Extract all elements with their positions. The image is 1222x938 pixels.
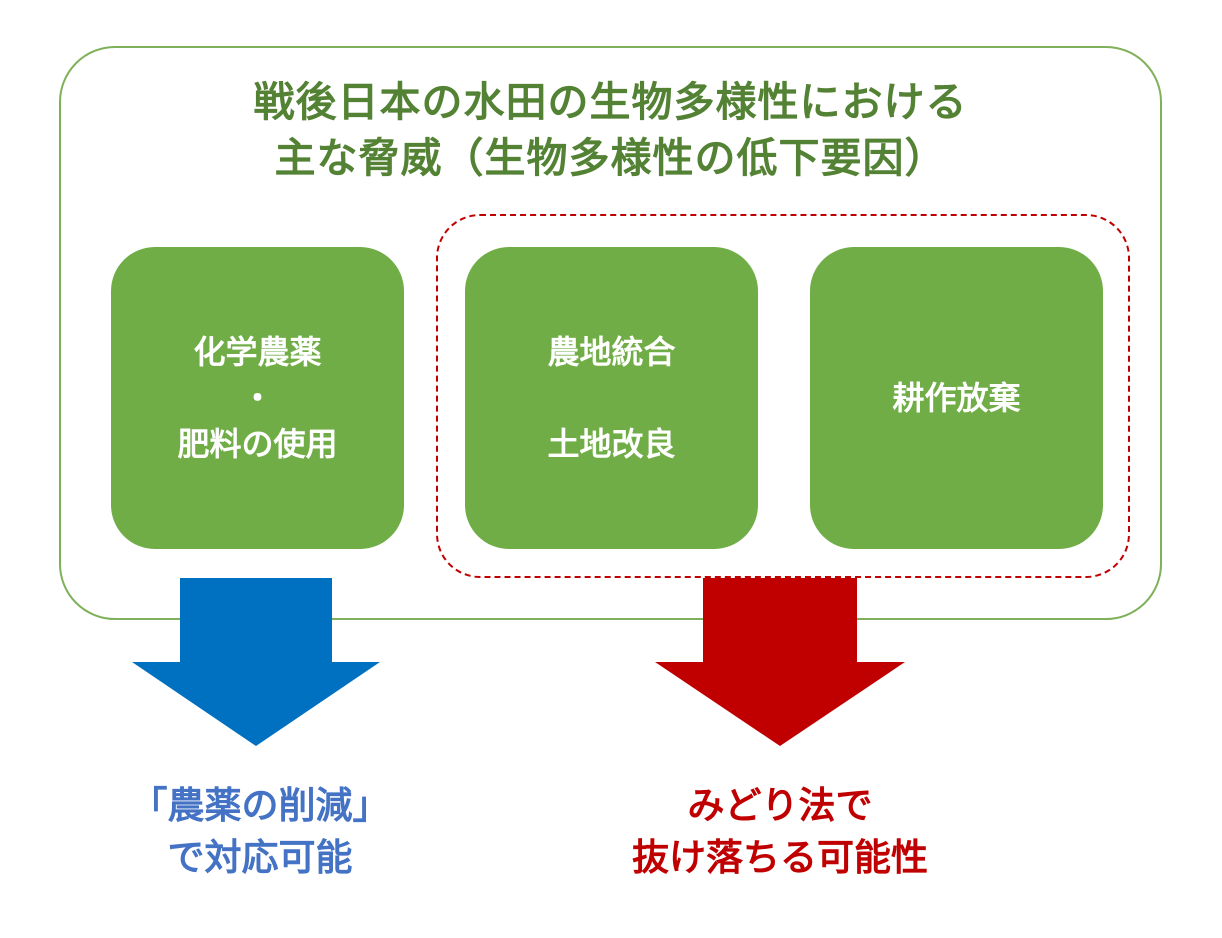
arrow-down-red-icon [655,578,905,748]
outcome-midori-law-gap: みどり法で 抜け落ちる可能性 [560,780,1000,884]
outcome-blue-line-2: で対応可能 [167,836,353,879]
outcome-pesticide-reduction: 「農薬の削減」 で対応可能 [100,780,420,884]
outcome-blue-line-1: 「農薬の削減」 [130,784,390,827]
factor-agrochemicals-line-2: ・ [241,379,274,417]
title-line-1: 戦後日本の水田の生物多様性における [253,78,968,126]
title-line-2: 主な脅威（生物多様性の低下要因） [274,134,947,182]
factor-agrochemicals-line-3: 肥料の使用 [177,425,338,463]
factor-farmland-consolidation: 農地統合 土地改良 [465,247,758,549]
factor-abandonment: 耕作放棄 [810,247,1103,549]
factor-consolidation-line-2: 土地改良 [547,425,676,463]
arrow-down-blue-icon [132,578,380,748]
outcome-red-line-1: みどり法で [687,784,873,827]
factor-agrochemicals-line-1: 化学農薬 [193,333,322,371]
land-use-threats-group [436,214,1130,578]
factor-consolidation-line-1: 農地統合 [547,333,676,371]
factor-agrochemicals: 化学農薬 ・ 肥料の使用 [111,247,404,549]
factor-abandonment-line-1: 耕作放棄 [892,379,1021,417]
diagram-title: 戦後日本の水田の生物多様性における 主な脅威（生物多様性の低下要因） [59,74,1162,186]
outcome-red-line-2: 抜け落ちる可能性 [632,836,928,879]
